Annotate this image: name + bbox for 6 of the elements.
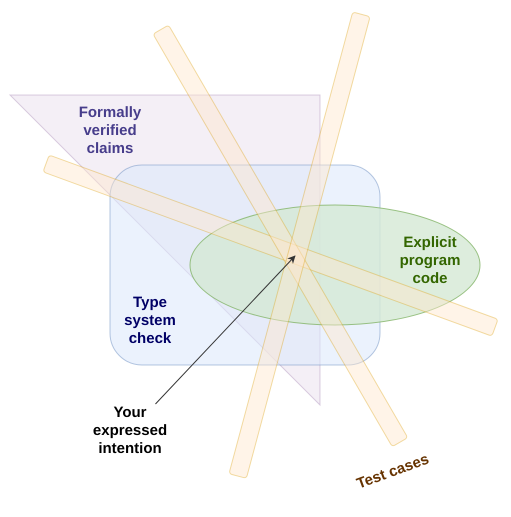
- leader-arrow: [154, 255, 296, 404]
- rotated-label: Test cases: [354, 450, 432, 494]
- region-label: Type system check: [124, 294, 176, 348]
- region-label: Formally verified claims: [78, 104, 142, 158]
- region-label: Explicit program code: [400, 234, 460, 288]
- annotation-text: Your expressed intention: [92, 404, 168, 458]
